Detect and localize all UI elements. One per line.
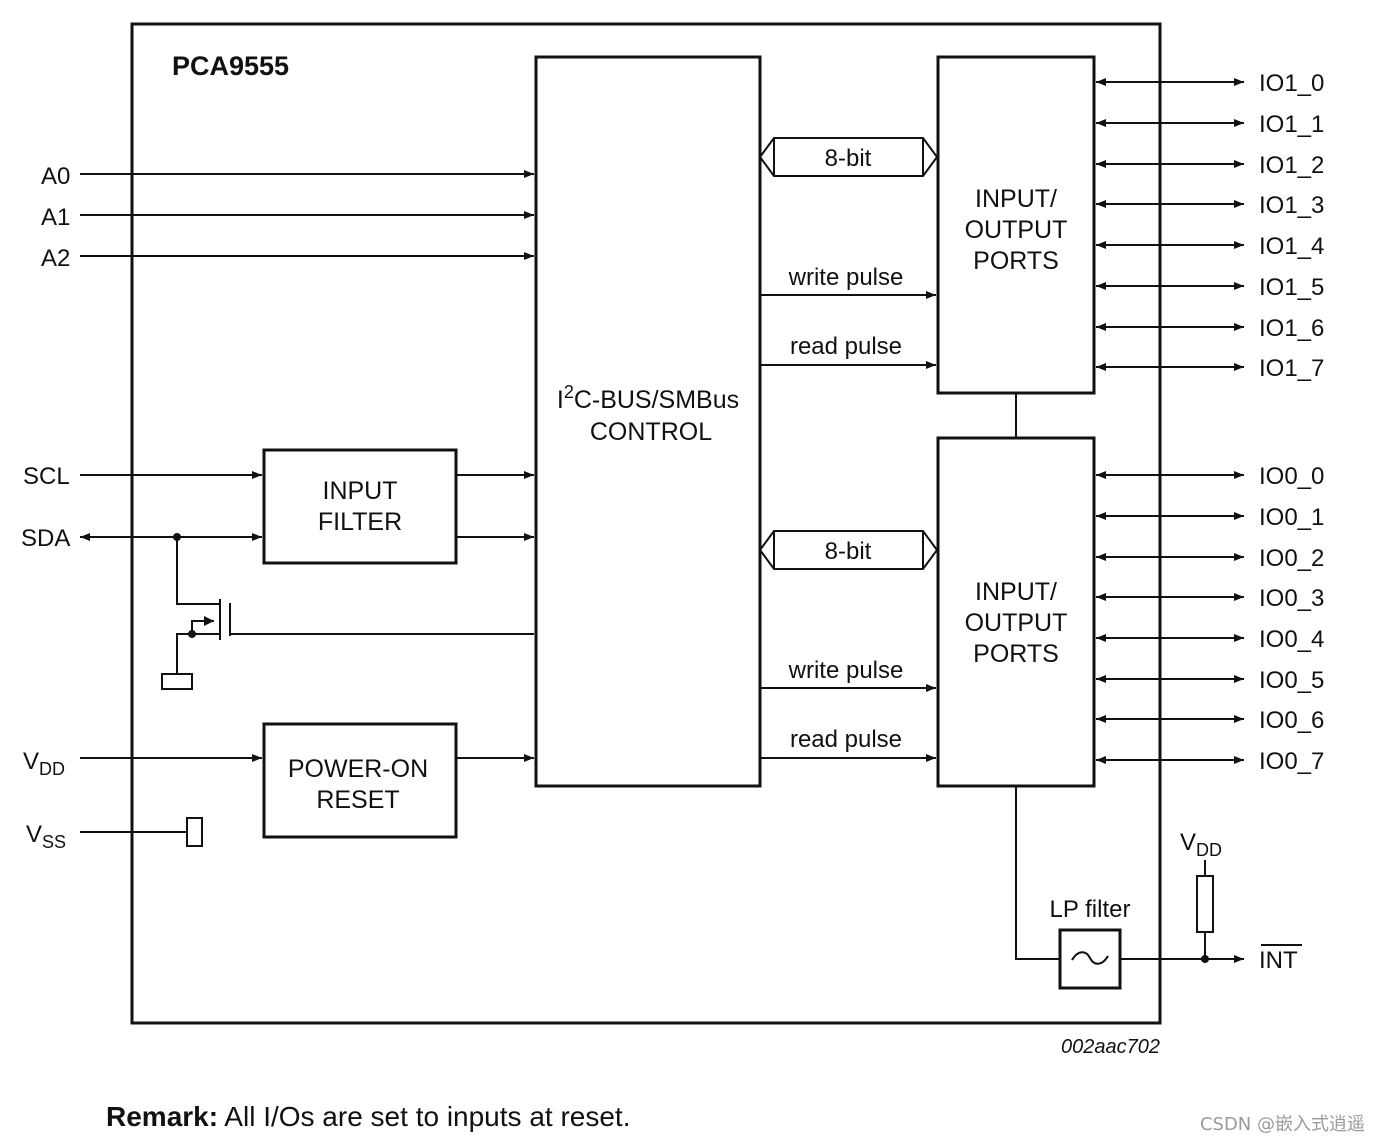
int-path-to-filter xyxy=(1015,786,1060,960)
io0-0-label: IO0_0 xyxy=(1259,463,1324,490)
watermark: CSDN @嵌入式逍遥 xyxy=(1199,1114,1365,1135)
chip-title: PCA9555 xyxy=(172,51,289,81)
write-lower-label: write pulse xyxy=(788,657,904,684)
io1-7-label: IO1_7 xyxy=(1259,355,1324,382)
pullup-resistor xyxy=(1196,875,1214,933)
input-filter-block xyxy=(262,448,458,565)
transistor-source-dot xyxy=(188,630,196,638)
bus-lower-label: 8-bit xyxy=(825,538,872,565)
pin-vss-label: VSS xyxy=(26,821,66,852)
i2c-control-line2: CONTROL xyxy=(590,418,712,446)
remark-note: Remark: All I/Os are set to inputs at re… xyxy=(106,1101,630,1133)
pin-a1-label: A1 xyxy=(41,204,70,231)
io-ports-0-line3: PORTS xyxy=(973,640,1059,668)
read-upper-label: read pulse xyxy=(790,333,902,360)
io0-2-label: IO0_2 xyxy=(1259,545,1324,572)
i2c-control-block xyxy=(534,55,762,788)
io1-5-label: IO1_5 xyxy=(1259,274,1324,301)
io-ports-0-line2: OUTPUT xyxy=(965,609,1068,637)
io-ports-1-line1: INPUT/ xyxy=(975,185,1057,213)
io1-3-label: IO1_3 xyxy=(1259,192,1324,219)
power-on-reset-line2: RESET xyxy=(316,786,399,814)
io0-6-label: IO0_6 xyxy=(1259,707,1324,734)
int-vdd-label: VDD xyxy=(1180,829,1222,860)
lp-filter-symbol xyxy=(1071,951,1109,965)
power-on-reset-block xyxy=(262,722,458,839)
write-upper-label: write pulse xyxy=(788,264,904,291)
io1-6-label: IO1_6 xyxy=(1259,315,1324,342)
pin-vdd-label: VDD xyxy=(23,748,65,779)
bus-upper-label: 8-bit xyxy=(825,145,872,172)
io1-1-label: IO1_1 xyxy=(1259,111,1324,138)
io-ports-1-line3: PORTS xyxy=(973,247,1059,275)
io0-4-label: IO0_4 xyxy=(1259,626,1324,653)
io0-5-label: IO0_5 xyxy=(1259,667,1324,694)
sda-transistor xyxy=(161,537,534,690)
power-on-reset-line1: POWER-ON xyxy=(288,755,428,783)
io1-0-label: IO1_0 xyxy=(1259,70,1324,97)
remark-text: All I/Os are set to inputs at reset. xyxy=(218,1101,631,1132)
vss-ground-symbol xyxy=(186,817,203,847)
transistor-arrow xyxy=(204,616,214,626)
pin-a0-label: A0 xyxy=(41,163,70,190)
io0-7-label: IO0_7 xyxy=(1259,748,1324,775)
drawing-code: 002aac702 xyxy=(1061,1036,1160,1058)
pin-sda-label: SDA xyxy=(21,525,70,552)
bus-lower-arrow xyxy=(758,530,939,570)
read-lower-label: read pulse xyxy=(790,726,902,753)
int-label: INT xyxy=(1259,947,1298,974)
io-ports-1-line2: OUTPUT xyxy=(965,216,1068,244)
io0-3-label: IO0_3 xyxy=(1259,585,1324,612)
input-filter-line1: INPUT xyxy=(323,477,398,505)
chip-outline xyxy=(130,22,1162,1025)
input-filter-line2: FILTER xyxy=(318,508,402,536)
io1-4-label: IO1_4 xyxy=(1259,233,1324,260)
bus-upper-arrow xyxy=(758,137,939,177)
pin-a2-label: A2 xyxy=(41,245,70,272)
io1-2-label: IO1_2 xyxy=(1259,152,1324,179)
i2c-control-line1: I2C-BUS/SMBus xyxy=(557,382,739,414)
remark-bold: Remark: xyxy=(106,1101,219,1132)
pin-scl-label: SCL xyxy=(23,463,70,490)
io0-1-label: IO0_1 xyxy=(1259,504,1324,531)
io-ports-0-line1: INPUT/ xyxy=(975,578,1057,606)
lp-filter-label: LP filter xyxy=(1050,896,1131,923)
